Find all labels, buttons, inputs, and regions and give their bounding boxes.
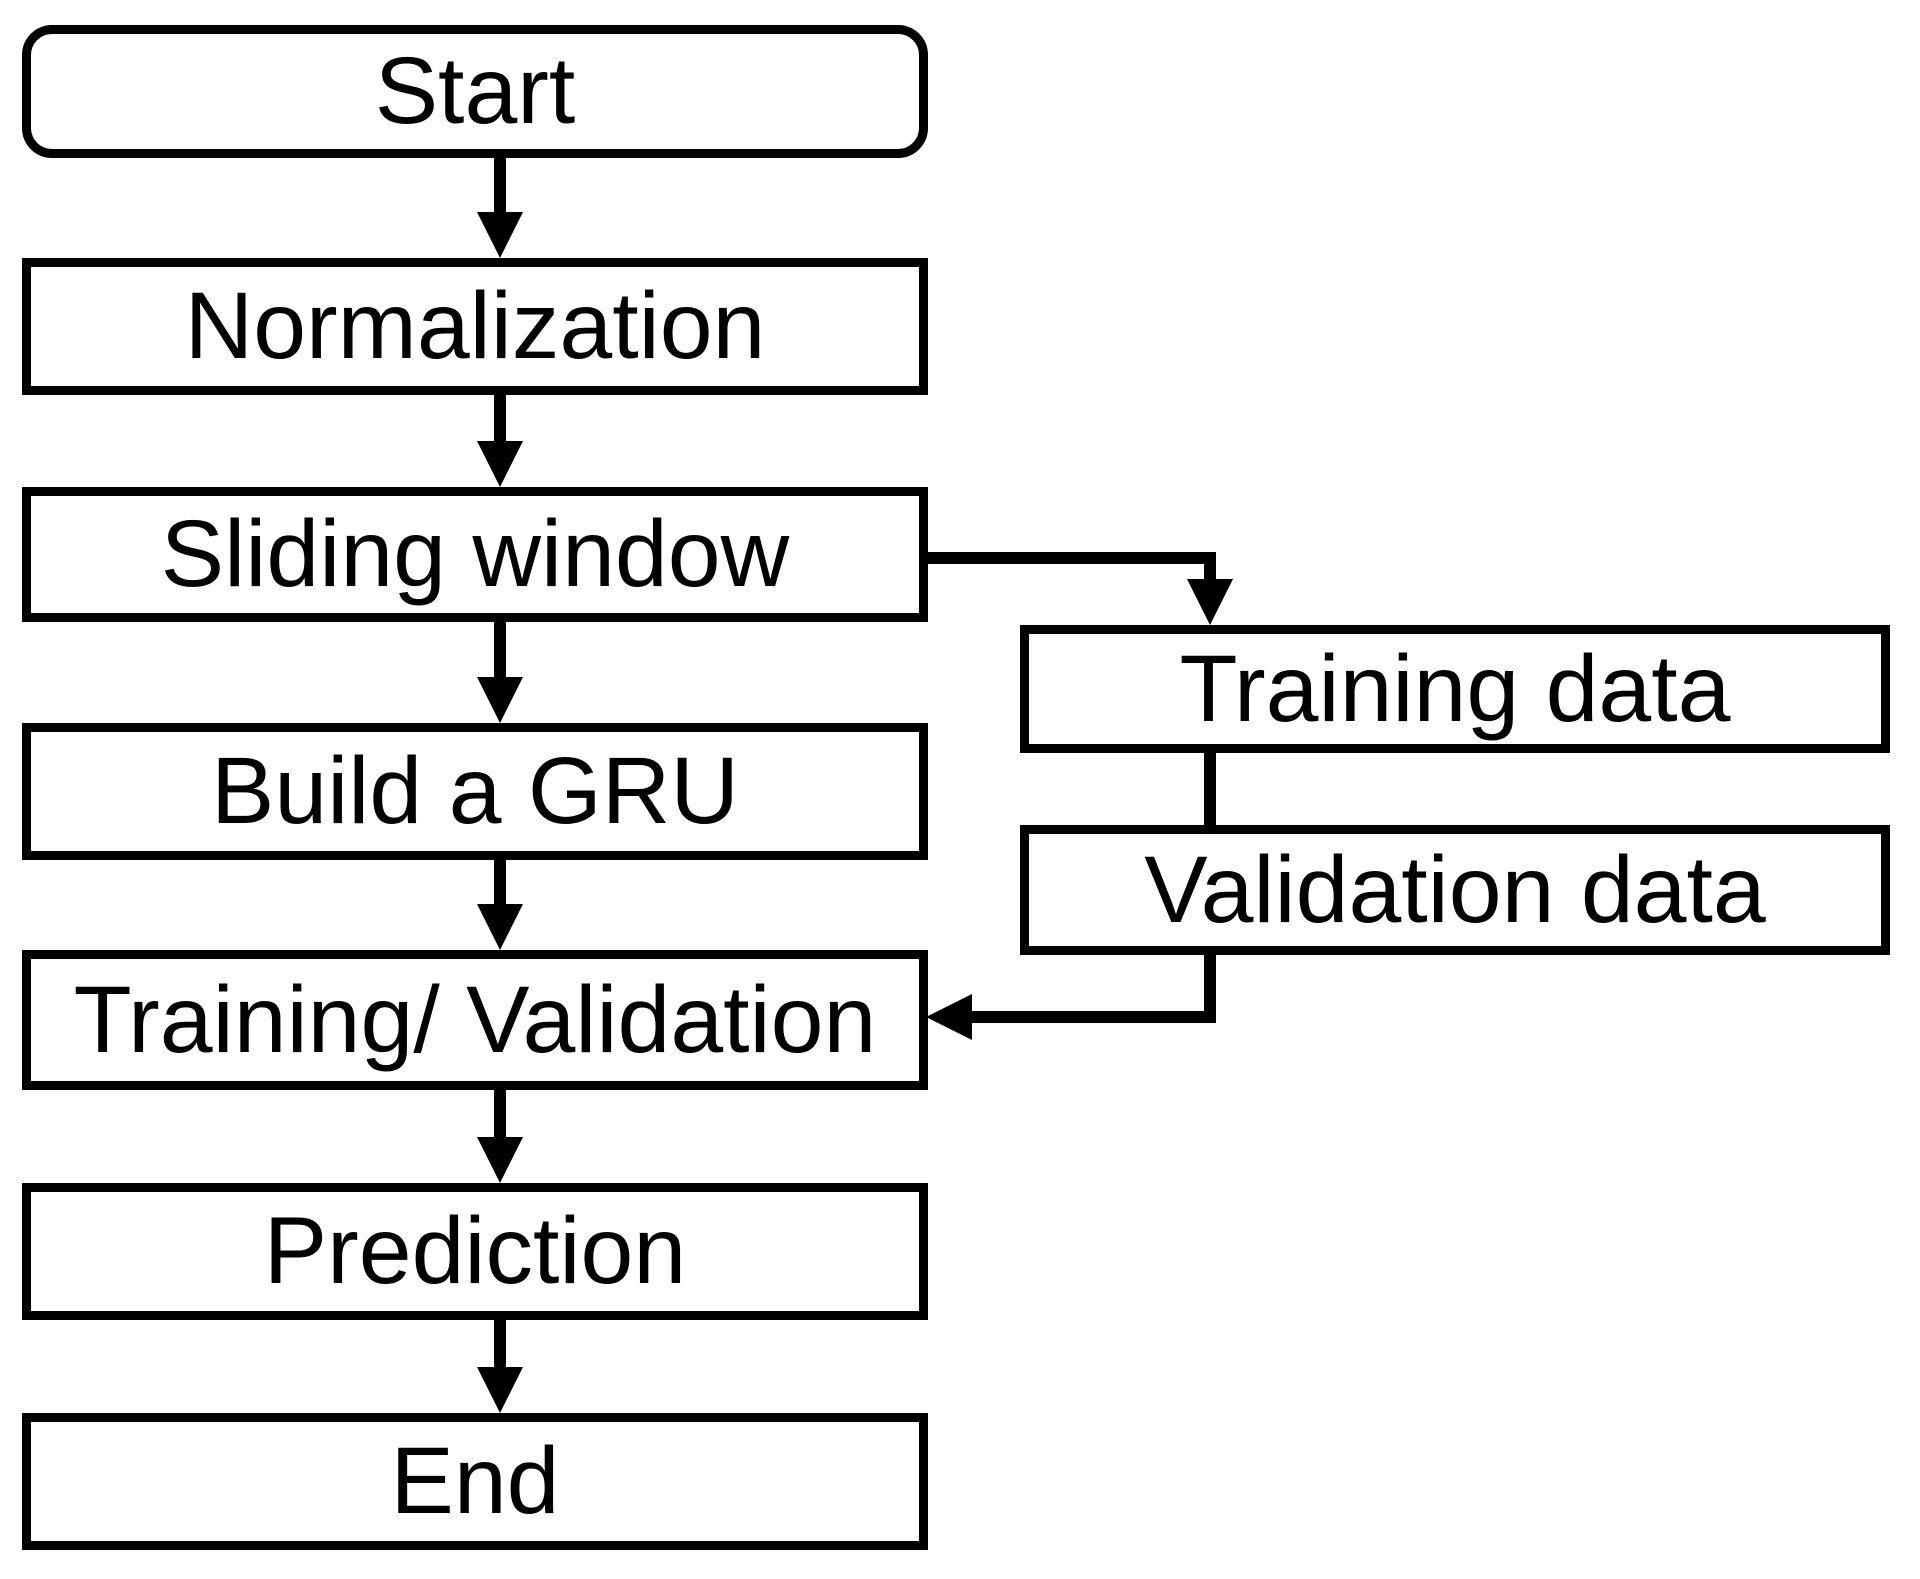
node-start: Start (22, 25, 928, 158)
edge-training-validation-prediction-arrowhead-icon (477, 1137, 523, 1183)
node-training-data: Training data (1020, 625, 1890, 753)
node-build-gru: Build a GRU (22, 723, 928, 860)
edge-training-data-validation-data-shaft (1204, 748, 1216, 830)
edge-prediction-end-arrowhead-icon (477, 1367, 523, 1413)
edge-sliding-window-build-gru-arrowhead-icon (477, 677, 523, 723)
node-sliding-window: Sliding window (22, 487, 928, 622)
node-prediction: Prediction (22, 1183, 928, 1320)
edge-prediction-end-shaft (494, 1317, 506, 1370)
edge-normalization-sliding-window-shaft (494, 392, 506, 444)
node-validation-data: Validation data (1020, 825, 1890, 955)
edge-validation-data-training-validation-arrowhead-icon (926, 994, 972, 1040)
node-end: End (22, 1413, 928, 1550)
edge-build-gru-training-validation-arrowhead-icon (477, 904, 523, 950)
edge-sliding-window-build-gru-shaft (494, 619, 506, 680)
node-normalization: Normalization (22, 258, 928, 395)
edge-validation-data-training-validation-vshaft (1204, 952, 1216, 1023)
edge-sliding-window-training-data-arrowhead-icon (1187, 579, 1233, 625)
edge-validation-data-training-validation-hshaft (968, 1011, 1216, 1023)
edge-build-gru-training-validation-shaft (494, 857, 506, 907)
edge-start-normalization-shaft (494, 155, 506, 215)
edge-training-validation-prediction-shaft (494, 1087, 506, 1140)
edge-sliding-window-training-data-hshaft (920, 552, 1216, 564)
edge-normalization-sliding-window-arrowhead-icon (477, 441, 523, 487)
edge-start-normalization-arrowhead-icon (477, 212, 523, 258)
node-training-validation: Training/ Validation (22, 950, 928, 1090)
